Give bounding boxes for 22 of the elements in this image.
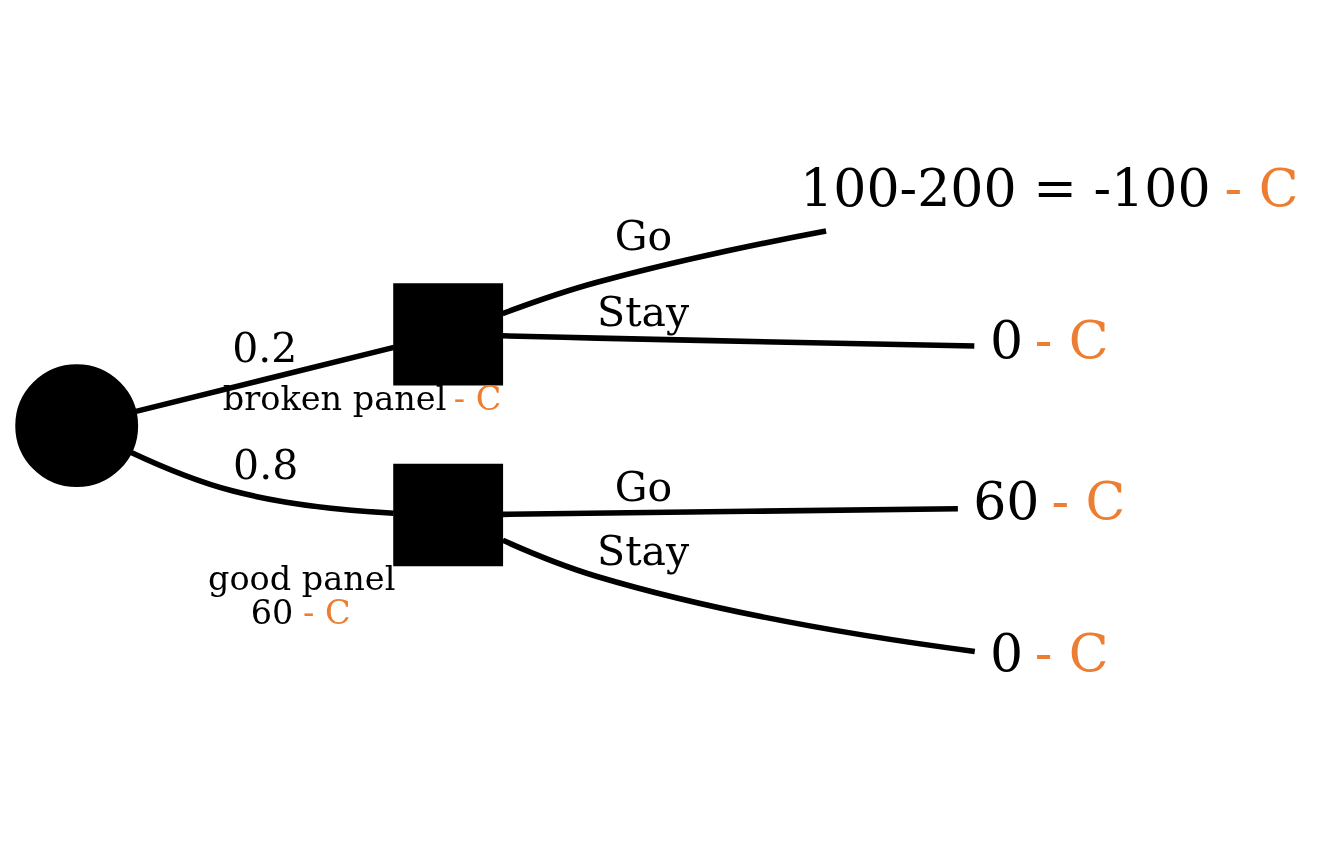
node-text: 0 - C (989, 622, 1109, 683)
node-text: 100-200 = -100 - C (800, 157, 1299, 218)
node-label: 60 (250, 592, 294, 632)
edge-label: Stay (597, 526, 690, 575)
connector (135, 344, 395, 414)
connector (130, 449, 394, 516)
connector (502, 505, 958, 517)
edge-label: Stay (597, 287, 690, 336)
edge-label: Go (614, 462, 673, 511)
node-box (393, 463, 504, 566)
edge-label: Go (614, 211, 673, 260)
node-label: broken panel (222, 378, 447, 418)
node-label: - C (453, 378, 502, 418)
connector (501, 537, 976, 654)
edge-label: 0.2 (232, 323, 298, 372)
node-box (393, 282, 504, 386)
connector (501, 227, 827, 316)
node-text: 0 - C (989, 309, 1109, 370)
edge-label: 0.8 (233, 440, 299, 489)
connector (502, 332, 975, 349)
node-text: 60 - C (973, 470, 1126, 531)
node-circle (15, 363, 139, 487)
